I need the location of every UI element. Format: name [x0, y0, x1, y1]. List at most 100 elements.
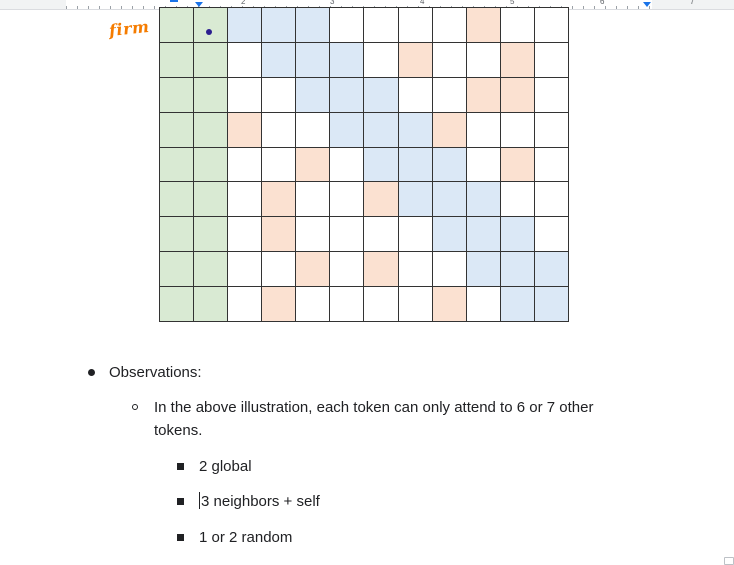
ruler-tick — [99, 6, 100, 9]
grid-cell-window — [262, 42, 296, 77]
grid-cell-empty — [432, 8, 466, 42]
grid-cell-window — [466, 252, 500, 287]
grid-cell-global — [194, 252, 228, 287]
grid-cell-empty — [296, 112, 330, 147]
grid-cell-window — [432, 217, 466, 252]
grid-cell-global — [194, 112, 228, 147]
grid-cell-random — [500, 147, 534, 182]
ruler-tick — [572, 6, 573, 9]
ruler-tick — [132, 6, 133, 9]
ruler-tick — [605, 6, 606, 9]
grid-cell-global — [160, 112, 194, 147]
grid-cell-empty — [364, 217, 398, 252]
ruler-tick — [627, 6, 628, 9]
point-neighbors[interactable]: 3 neighbors + self — [199, 490, 320, 513]
grid-cell-window — [330, 42, 364, 77]
grid-cell-window — [364, 147, 398, 182]
grid-cell-global — [160, 8, 194, 42]
ruler-tick — [110, 6, 111, 9]
grid-cell-window — [466, 217, 500, 252]
grid-cell-window — [398, 182, 432, 217]
grid-cell-window — [296, 42, 330, 77]
explore-icon[interactable] — [724, 557, 734, 565]
handwritten-annotation: firm — [108, 16, 151, 41]
grid-cell-empty — [534, 77, 568, 112]
grid-cell-global — [160, 147, 194, 182]
grid-cell-empty — [330, 147, 364, 182]
ruler-tick — [583, 6, 584, 9]
grid-cell-global — [194, 147, 228, 182]
grid-cell-empty — [534, 112, 568, 147]
grid-cell-window — [296, 8, 330, 42]
grid-cell-window — [330, 77, 364, 112]
ruler-tick — [649, 6, 650, 9]
grid-cell-window — [296, 77, 330, 112]
ruler-number-7: 7 — [690, 0, 695, 6]
ruler-tick — [638, 6, 639, 9]
grid-cell-random — [500, 42, 534, 77]
grid-cell-empty — [262, 147, 296, 182]
bullet-circle-icon — [132, 404, 138, 410]
grid-cell-empty — [296, 217, 330, 252]
grid-cell-empty — [534, 217, 568, 252]
grid-cell-global — [160, 182, 194, 217]
point-random[interactable]: 1 or 2 random — [199, 529, 293, 546]
grid-cell-global — [160, 77, 194, 112]
grid-cell-empty — [398, 8, 432, 42]
grid-cell-global — [160, 217, 194, 252]
grid-cell-empty — [330, 287, 364, 321]
grid-cell-empty — [500, 8, 534, 42]
ruler-content-area — [66, 0, 652, 9]
first-line-indent-marker[interactable] — [170, 0, 178, 2]
grid-cell-empty — [534, 8, 568, 42]
grid-cell-empty — [296, 287, 330, 321]
grid-cell-window — [228, 8, 262, 42]
left-indent-marker[interactable] — [195, 2, 203, 7]
grid-cell-empty — [398, 287, 432, 321]
attention-pattern-grid[interactable] — [159, 7, 569, 322]
grid-cell-random — [228, 112, 262, 147]
grid-cell-window — [330, 112, 364, 147]
grid-cell-empty — [466, 42, 500, 77]
grid-cell-window — [364, 112, 398, 147]
grid-cell-empty — [398, 77, 432, 112]
grid-cell-random — [466, 8, 500, 42]
grid-cell-global — [160, 252, 194, 287]
grid-cell-empty — [262, 77, 296, 112]
grid-cell-empty — [500, 182, 534, 217]
grid-cell-empty — [466, 287, 500, 321]
grid-cell-random — [500, 77, 534, 112]
point-global[interactable]: 2 global — [199, 458, 252, 475]
bullet-disc-icon — [88, 369, 95, 376]
grid-cell-empty — [364, 287, 398, 321]
grid-cell-empty — [432, 77, 466, 112]
grid-cell-window — [534, 287, 568, 321]
ruler-tick — [121, 6, 122, 9]
sub-item-line-2[interactable]: tokens. — [154, 422, 203, 439]
ruler-tick — [594, 6, 595, 9]
grid-cell-random — [296, 252, 330, 287]
grid-cell-random — [296, 147, 330, 182]
ruler-number-2: 2 — [241, 0, 246, 6]
grid-cell-empty — [262, 112, 296, 147]
grid-cell-empty — [534, 147, 568, 182]
grid-cell-empty — [500, 112, 534, 147]
observations-label[interactable]: Observations: — [109, 364, 202, 381]
sub-item-line-1[interactable]: In the above illustration, each token ca… — [154, 399, 594, 416]
ruler-tick — [143, 6, 144, 9]
grid-cell-window — [466, 182, 500, 217]
pen-dot-mark — [206, 29, 212, 35]
ruler-number-5: 5 — [510, 0, 515, 6]
grid-cell-empty — [466, 112, 500, 147]
grid-cell-empty — [228, 182, 262, 217]
grid-cell-empty — [228, 147, 262, 182]
right-indent-marker[interactable] — [643, 2, 651, 7]
grid-cell-global — [194, 8, 228, 42]
grid-cell-random — [364, 252, 398, 287]
bullet-square-icon — [177, 498, 184, 505]
grid-cell-empty — [432, 252, 466, 287]
grid-cell-empty — [364, 8, 398, 42]
grid-cell-global — [194, 287, 228, 321]
grid-cell-empty — [398, 252, 432, 287]
grid-cell-window — [500, 287, 534, 321]
